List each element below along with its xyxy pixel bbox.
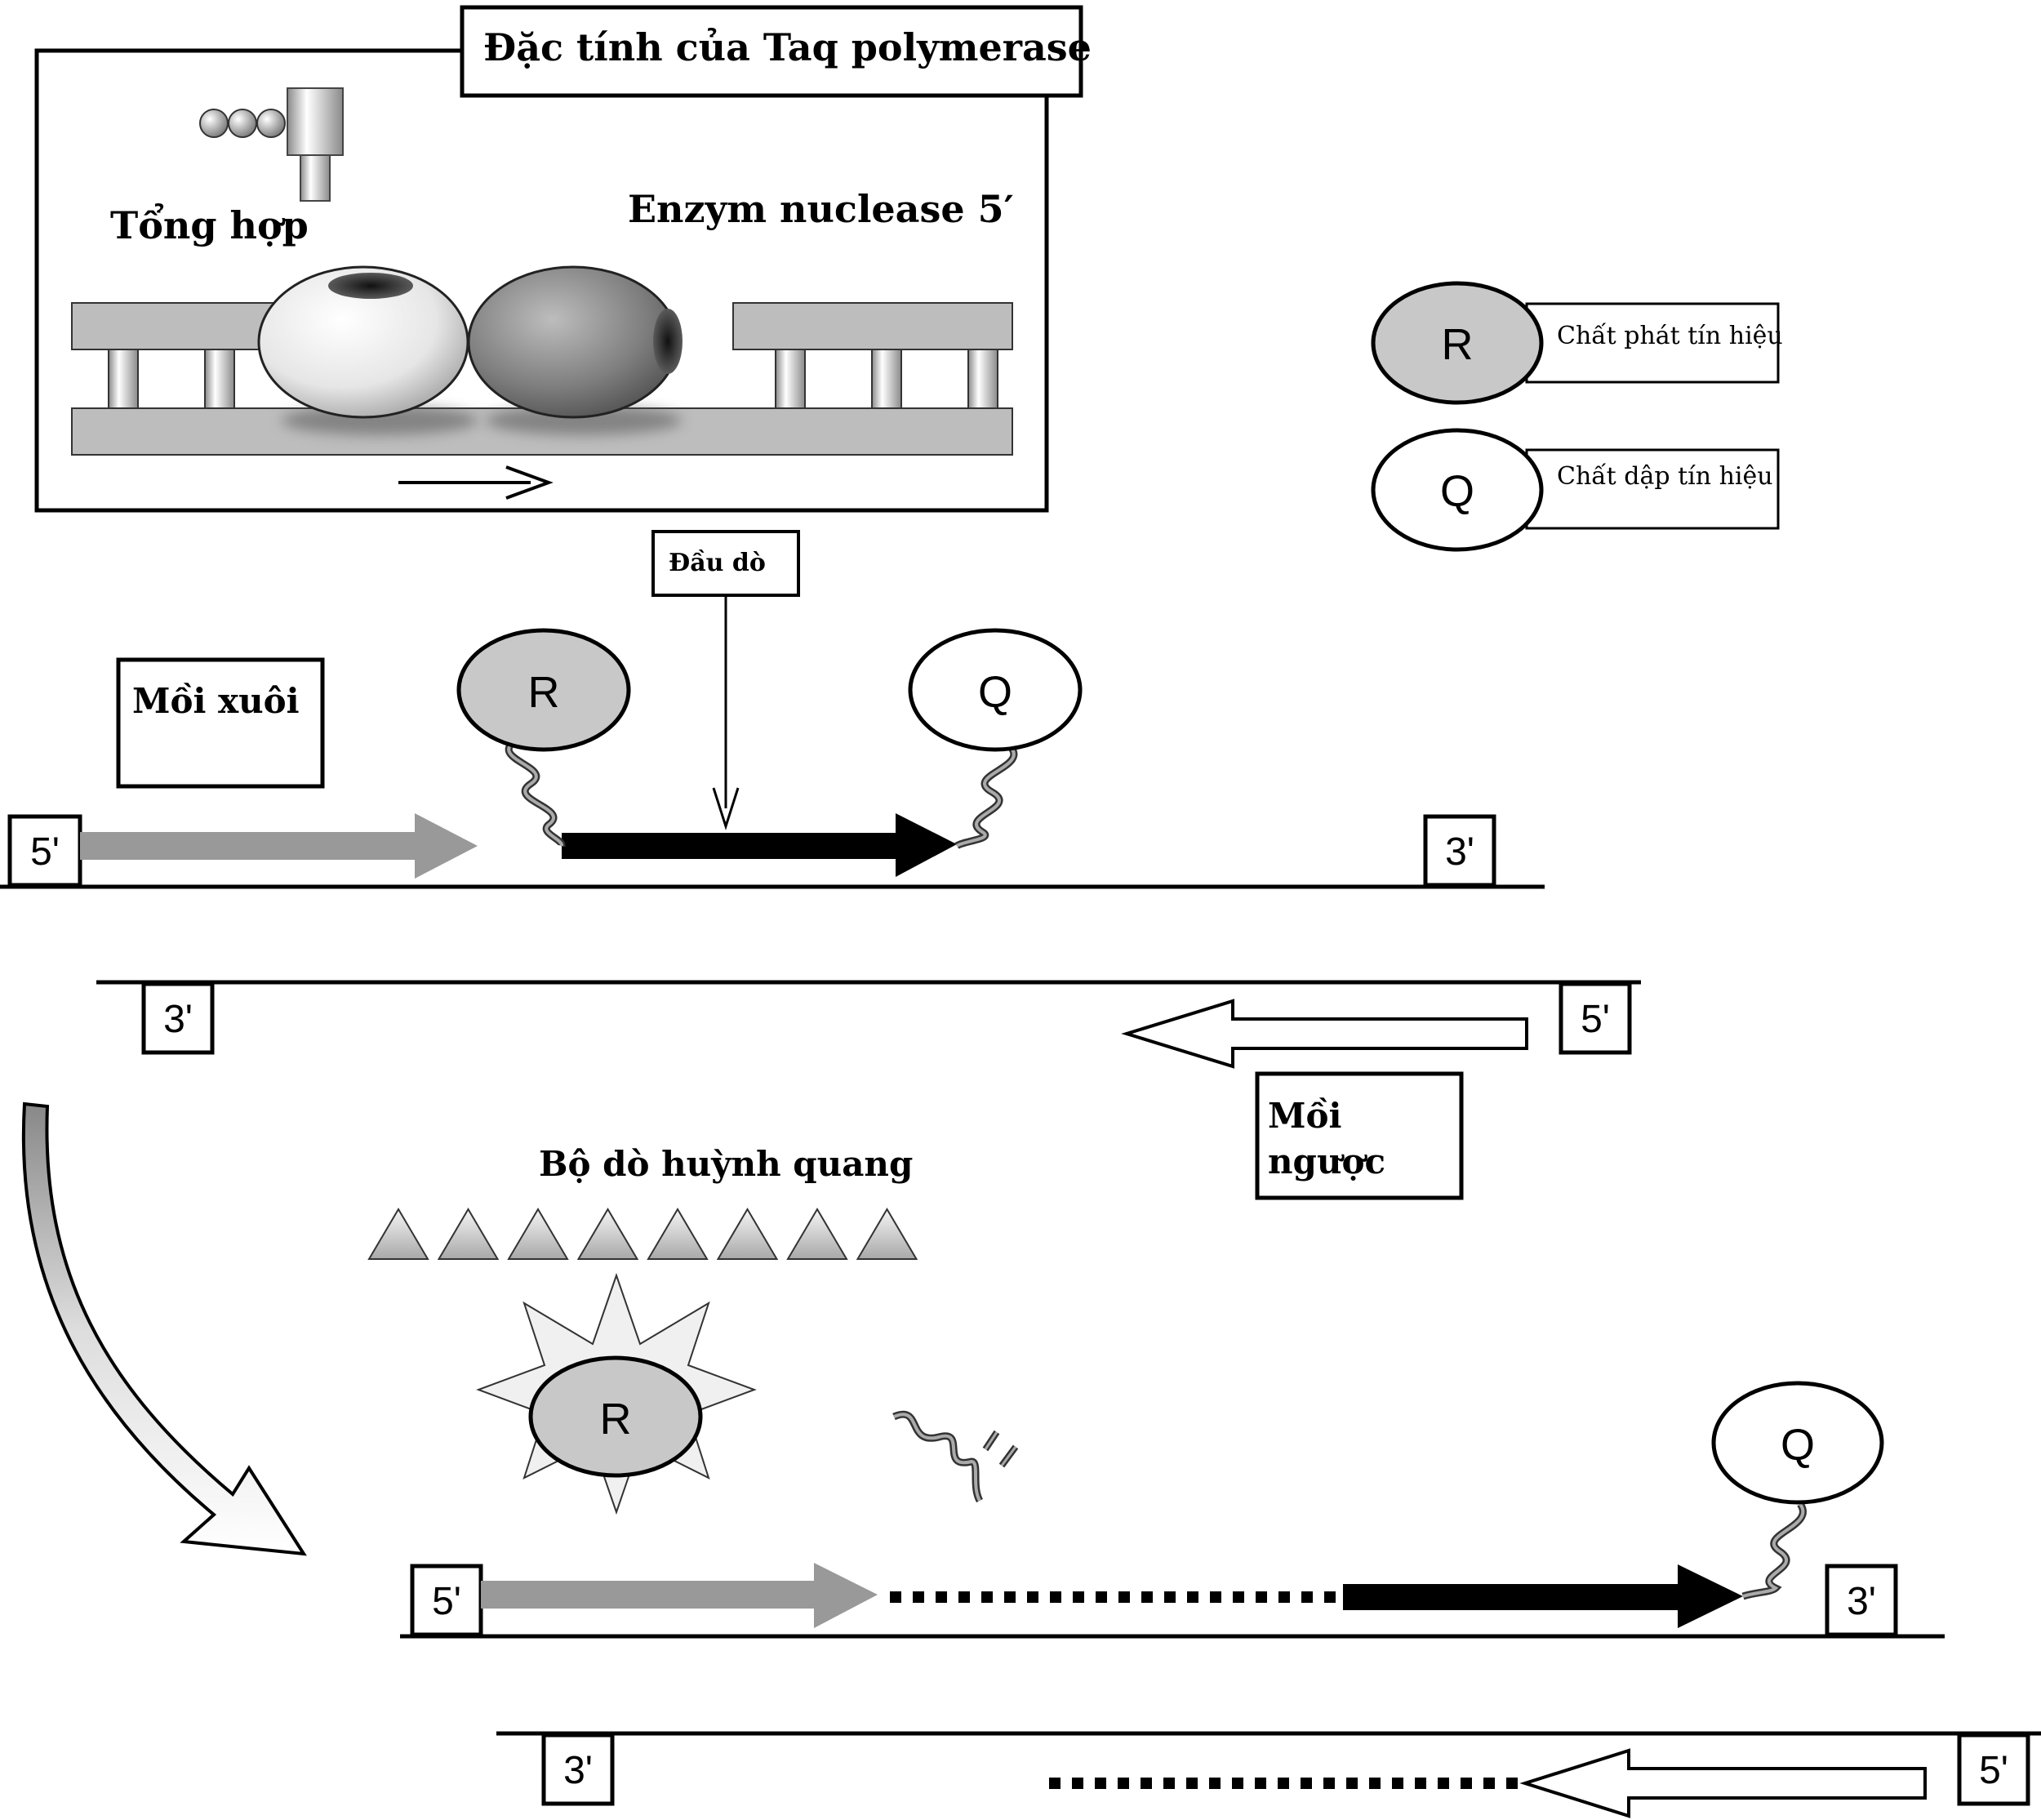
legend-quencher-label: Chất dập tín hiệu xyxy=(1557,462,1773,491)
dna-upper-bar-right xyxy=(732,302,1013,350)
reverse-primer-arrow xyxy=(1519,1748,1927,1818)
fluorescence-triangle-icon xyxy=(647,1208,709,1260)
reporter-molecule xyxy=(456,628,631,752)
nuclease-pocket xyxy=(653,309,683,374)
legend-reporter-symbol: R xyxy=(1442,320,1474,369)
fluorescence-signal-triangles xyxy=(367,1208,918,1260)
nuclease-domain xyxy=(467,265,679,419)
quencher-molecule xyxy=(908,628,1083,752)
legend-reporter-label: Chất phát tín hiệu xyxy=(1557,322,1783,350)
synthesis-label: Tổng hợp xyxy=(110,202,309,247)
three-prime-end-box xyxy=(1423,814,1496,888)
forward-primer-arrow xyxy=(80,813,478,879)
quencher-symbol: Q xyxy=(1781,1421,1815,1470)
fluorescence-triangle-icon xyxy=(367,1208,429,1260)
fluorescence-triangle-icon xyxy=(507,1208,569,1260)
reporter-molecule-free xyxy=(528,1355,703,1478)
complementary-strand-top: 3' 5' xyxy=(96,980,1641,1069)
quencher-molecule xyxy=(1711,1381,1884,1505)
taq-polymerase-panel: Tổng hợp Enzym nuclease 5′ Đặc tính của … xyxy=(34,5,1092,513)
taq-title: Đặc tính của Taq polymerase xyxy=(483,25,1092,69)
forward-primer-label: Mồi xuôi xyxy=(132,681,300,721)
reporter-linker xyxy=(505,738,566,848)
reporter-linker-core xyxy=(507,740,563,847)
fluorescence-detector-label: Bộ dò huỳnh quang xyxy=(539,1144,913,1184)
three-prime-end-label: 3' xyxy=(1445,830,1474,874)
base-pair-rung xyxy=(775,349,806,409)
reporter-symbol-free: R xyxy=(600,1395,632,1444)
quencher-linker-core xyxy=(1742,1502,1805,1598)
reverse-primer-label-line1: Mồi xyxy=(1268,1096,1341,1136)
fluorescence-triangle-icon xyxy=(437,1208,500,1260)
reverse-primer-label-box xyxy=(1255,1071,1464,1200)
probe-pointer-arrowhead xyxy=(712,787,740,830)
quencher-symbol: Q xyxy=(978,668,1012,717)
probe-arrow xyxy=(562,813,957,877)
nuclease-label: Enzym nuclease 5′ xyxy=(628,187,1014,231)
released-reporter: R xyxy=(476,1272,757,1515)
legend-quencher-symbol: Q xyxy=(1440,467,1474,516)
complementary-strand-bottom: 3' 5' xyxy=(496,1731,2041,1818)
synthesis-direction-arrow xyxy=(398,465,554,500)
reporter-symbol: R xyxy=(528,668,560,717)
fluorescence-triangle-icon xyxy=(856,1208,918,1260)
transition-arrow xyxy=(21,1101,307,1556)
three-prime-end-box xyxy=(541,1733,615,1806)
polymerase-pocket xyxy=(328,273,413,299)
nucleotide-icon xyxy=(199,87,344,202)
probe-label-box xyxy=(651,530,800,597)
probe-annotation: Đầu dò xyxy=(651,530,800,830)
five-prime-end-label: 5' xyxy=(30,830,60,874)
three-prime-end-box xyxy=(141,981,215,1055)
legend-reporter-circle xyxy=(1371,281,1544,405)
taq-title-box xyxy=(460,5,1083,98)
reverse-primer-arrow xyxy=(1121,999,1528,1069)
legend: R Chất phát tín hiệu Q Chất dập tín hiệu xyxy=(1371,281,1783,552)
five-prime-end-box xyxy=(1559,981,1632,1055)
five-prime-end-box xyxy=(7,814,82,888)
three-prime-end-box xyxy=(1825,1564,1898,1637)
legend-quencher-circle xyxy=(1371,428,1544,552)
five-prime-end-box xyxy=(1957,1733,2030,1806)
template-strand-top: 5' 3' R Q xyxy=(0,628,1545,889)
quencher-linker xyxy=(954,745,1018,850)
five-prime-end-label: 5' xyxy=(432,1580,461,1623)
five-prime-end-label: 5' xyxy=(1581,998,1610,1041)
legend-reporter-label-box xyxy=(1525,302,1780,384)
fluorescence-triangle-icon xyxy=(786,1208,848,1260)
base-pair-rung xyxy=(204,349,235,409)
forward-primer-annotation: Mồi xuôi xyxy=(116,657,325,789)
three-prime-end-label: 3' xyxy=(1847,1580,1876,1623)
dna-upper-bar-left xyxy=(71,302,277,350)
base-pair-rung xyxy=(871,349,902,409)
fluorescence-triangle-icon xyxy=(716,1208,779,1260)
three-prime-end-label: 3' xyxy=(163,998,193,1041)
cleaved-linker-fragments xyxy=(892,1410,1019,1503)
base-pair-rung xyxy=(967,349,998,409)
quencher-linker-core xyxy=(955,745,1016,848)
forward-primer-arrow xyxy=(481,1563,878,1628)
quencher-linker xyxy=(1741,1502,1807,1600)
base-pair-rung xyxy=(108,349,139,409)
probe-label: Đầu dò xyxy=(669,549,766,577)
reverse-primer-annotation: Mồi ngược xyxy=(1255,1071,1464,1200)
forward-primer-label-box xyxy=(116,657,325,789)
three-prime-end-label: 3' xyxy=(563,1749,593,1792)
template-strand-bottom: 5' 3' Q xyxy=(400,1381,1945,1639)
five-prime-end-label: 5' xyxy=(1979,1749,2008,1792)
reverse-primer-label-line2: ngược xyxy=(1268,1141,1385,1181)
fluorescence-triangle-icon xyxy=(576,1208,639,1260)
remaining-probe-arrow xyxy=(1343,1564,1743,1628)
